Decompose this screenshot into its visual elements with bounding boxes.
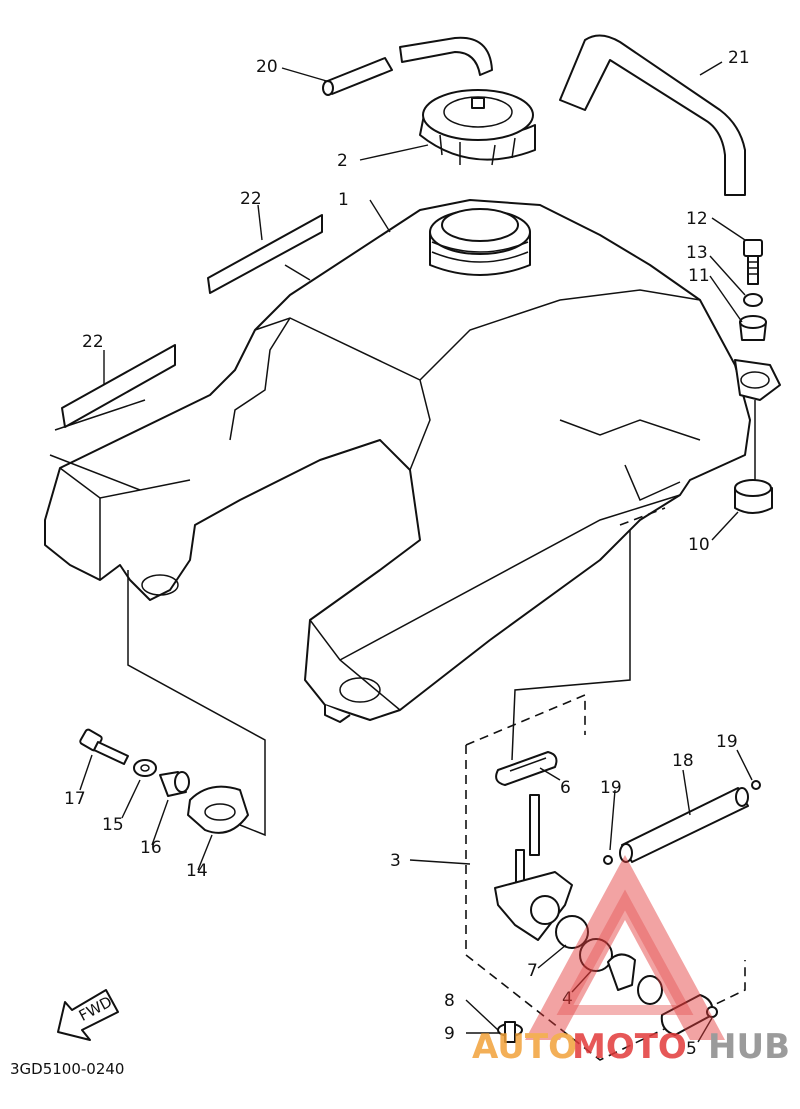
diagram-code: 3GD5100-0240: [10, 1060, 124, 1078]
assembly-lines: [49, 264, 756, 1061]
callout-11: 11: [688, 266, 710, 286]
callout-20: 20: [256, 57, 278, 77]
watermark-hub: HUB: [708, 1027, 790, 1067]
automotohub-watermark: AUTO MOTO HUB: [472, 855, 790, 1067]
callout-12: 12: [686, 209, 708, 229]
callout-7: 7: [527, 961, 538, 981]
breather-hose: [322, 36, 493, 96]
fuel-cock-assembly: [494, 751, 761, 1043]
callout-19-upper: 19: [716, 732, 738, 752]
damper-strip-upper: [207, 214, 323, 294]
callout-22-lower: 22: [82, 332, 104, 352]
callout-13: 13: [686, 243, 708, 263]
callout-15: 15: [102, 815, 124, 835]
callout-22-upper: 22: [240, 189, 262, 209]
rear-mount-hardware: [734, 239, 773, 514]
watermark-triangle-logo: [525, 855, 725, 1040]
callout-2: 2: [337, 151, 348, 171]
callout-17: 17: [64, 789, 86, 809]
callout-16: 16: [140, 838, 162, 858]
watermark-auto: AUTO: [472, 1027, 577, 1067]
leader-lines: [79, 61, 753, 1043]
callout-1: 1: [338, 190, 349, 210]
callout-3: 3: [390, 851, 401, 871]
callout-6: 6: [560, 778, 571, 798]
callout-21: 21: [728, 48, 750, 68]
watermark-moto: MOTO: [572, 1027, 687, 1067]
fuel-tank: [44, 199, 781, 723]
callout-4: 4: [562, 989, 573, 1009]
callout-14: 14: [186, 861, 208, 881]
callout-19-lower: 19: [600, 778, 622, 798]
callout-5: 5: [686, 1039, 697, 1059]
front-mount-hardware: [79, 728, 249, 834]
callout-9: 9: [444, 1024, 455, 1044]
tank-strap: [559, 34, 746, 196]
forward-arrow: FWD: [57, 989, 119, 1041]
callout-10: 10: [688, 535, 710, 555]
callout-labels: 1 2 3 4 5 6 7 8 9 10 11 12 13 14 15 16 1…: [64, 48, 750, 1059]
damper-strip-lower: [61, 344, 176, 428]
callout-18: 18: [672, 751, 694, 771]
callout-8: 8: [444, 991, 455, 1011]
fuel-cap: [419, 89, 536, 166]
